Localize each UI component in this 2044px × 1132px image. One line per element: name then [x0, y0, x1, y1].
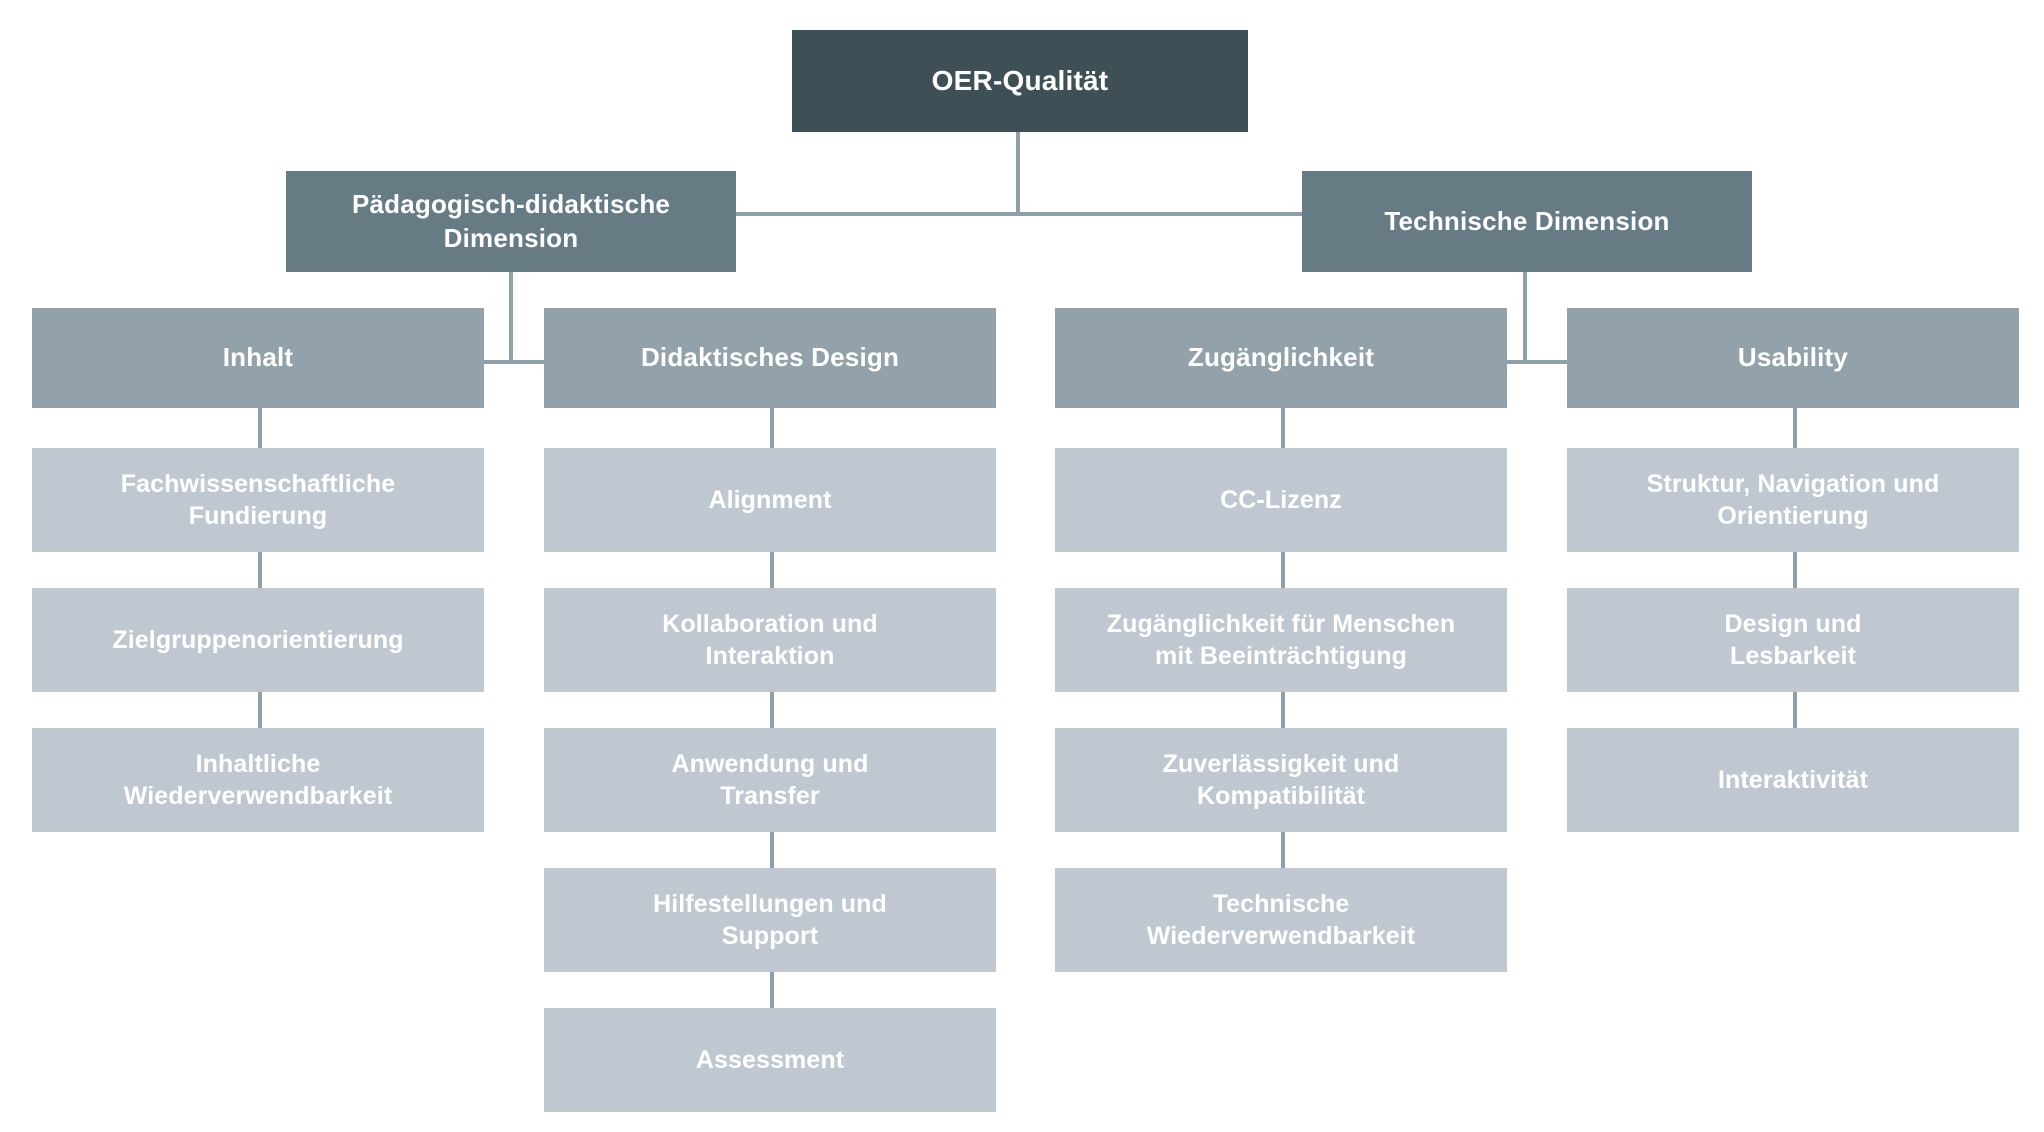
node-criterion-alignment[interactable]: Alignment — [544, 448, 996, 552]
node-category-zugaenglichkeit-label: Zugänglichkeit — [1187, 342, 1375, 373]
node-criterion-label: CC-Lizenz — [1220, 486, 1342, 514]
node-category-usability-label: Usability — [1737, 342, 1849, 373]
connector-c4-s2 — [1793, 550, 1797, 590]
node-criterion-label: Inhaltliche Wiederverwendbarkeit — [123, 750, 393, 810]
node-criterion-label: Zuverlässigkeit und Kompatibilität — [1162, 750, 1400, 810]
node-criterion-label: Technische Wiederverwendbarkeit — [1146, 890, 1416, 950]
node-dimension-technische-label: Technische Dimension — [1384, 205, 1670, 236]
node-criterion-label: Zielgruppenorientierung — [112, 626, 404, 654]
node-criterion-zielgruppenorientierung[interactable]: Zielgruppenorientierung — [32, 588, 484, 692]
node-dimension-paedagogisch-label: Pädagogisch-didaktische Dimension — [351, 189, 671, 253]
node-criterion-technische-wiederverwendbarkeit[interactable]: Technische Wiederverwendbarkeit — [1055, 868, 1507, 972]
node-category-usability[interactable]: Usability — [1567, 308, 2019, 408]
node-criterion-zuverlaessigkeit-kompatibilitaet[interactable]: Zuverlässigkeit und Kompatibilität — [1055, 728, 1507, 832]
node-criterion-label: Zugänglichkeit für Menschen mit Beeinträ… — [1106, 610, 1456, 670]
connector-c4-s3 — [1793, 690, 1797, 730]
node-criterion-label: Assessment — [695, 1046, 845, 1074]
connector-c3-s4 — [1281, 830, 1285, 870]
connector-c2-s1 — [770, 408, 774, 450]
node-criterion-label: Kollaboration und Interaktion — [662, 610, 878, 670]
node-root-oer-qualitaet[interactable]: OER-Qualität — [792, 30, 1248, 132]
node-criterion-kollaboration-interaktion[interactable]: Kollaboration und Interaktion — [544, 588, 996, 692]
node-criterion-struktur-navigation-orientierung[interactable]: Struktur, Navigation und Orientierung — [1567, 448, 2019, 552]
node-criterion-label: Design und Lesbarkeit — [1724, 610, 1862, 670]
node-category-zugaenglichkeit[interactable]: Zugänglichkeit — [1055, 308, 1507, 408]
node-category-inhalt-label: Inhalt — [222, 342, 294, 373]
node-criterion-inhaltliche-wiederverwendbarkeit[interactable]: Inhaltliche Wiederverwendbarkeit — [32, 728, 484, 832]
node-criterion-anwendung-transfer[interactable]: Anwendung und Transfer — [544, 728, 996, 832]
connector-c1-s2 — [258, 550, 262, 590]
connector-c3-s3 — [1281, 690, 1285, 730]
node-criterion-label: Anwendung und Transfer — [671, 750, 869, 810]
node-criterion-assessment[interactable]: Assessment — [544, 1008, 996, 1112]
node-criterion-hilfestellungen-support[interactable]: Hilfestellungen und Support — [544, 868, 996, 972]
connector-tech-spine — [1392, 360, 1662, 364]
connector-c2-s4 — [770, 830, 774, 870]
connector-c3-s2 — [1281, 550, 1285, 590]
node-category-inhalt[interactable]: Inhalt — [32, 308, 484, 408]
node-criterion-label: Fachwissenschaftliche Fundierung — [120, 470, 396, 530]
node-criterion-label: Struktur, Navigation und Orientierung — [1646, 470, 1940, 530]
connector-c3-s1 — [1281, 408, 1285, 450]
connector-c2-s5 — [770, 970, 774, 1010]
node-criterion-label: Hilfestellungen und Support — [653, 890, 887, 950]
node-dimension-paedagogisch-didaktisch[interactable]: Pädagogisch-didaktische Dimension — [286, 171, 736, 272]
node-criterion-label: Interaktivität — [1717, 766, 1869, 794]
connector-c2-s3 — [770, 690, 774, 730]
node-category-didaktisches-design[interactable]: Didaktisches Design — [544, 308, 996, 408]
node-criterion-cc-lizenz[interactable]: CC-Lizenz — [1055, 448, 1507, 552]
connector-c1-s3 — [258, 690, 262, 730]
node-criterion-design-lesbarkeit[interactable]: Design und Lesbarkeit — [1567, 588, 2019, 692]
node-category-didaktisches-design-label: Didaktisches Design — [640, 342, 900, 373]
connector-tech-down — [1523, 272, 1527, 364]
node-criterion-interaktivitaet[interactable]: Interaktivität — [1567, 728, 2019, 832]
node-criterion-label: Alignment — [708, 486, 832, 514]
connector-root-down — [1016, 132, 1020, 214]
connector-c2-s2 — [770, 550, 774, 590]
connector-paed-spine — [370, 360, 650, 364]
connector-c1-s1 — [258, 408, 262, 450]
connector-c4-s1 — [1793, 408, 1797, 450]
node-criterion-fachwissenschaftliche-fundierung[interactable]: Fachwissenschaftliche Fundierung — [32, 448, 484, 552]
connector-dimension-spine — [736, 212, 1302, 216]
connector-paed-down — [509, 272, 513, 364]
node-dimension-technische[interactable]: Technische Dimension — [1302, 171, 1752, 272]
node-criterion-zugaenglichkeit-beeintraechtigung[interactable]: Zugänglichkeit für Menschen mit Beeinträ… — [1055, 588, 1507, 692]
node-root-label: OER-Qualität — [931, 65, 1109, 97]
